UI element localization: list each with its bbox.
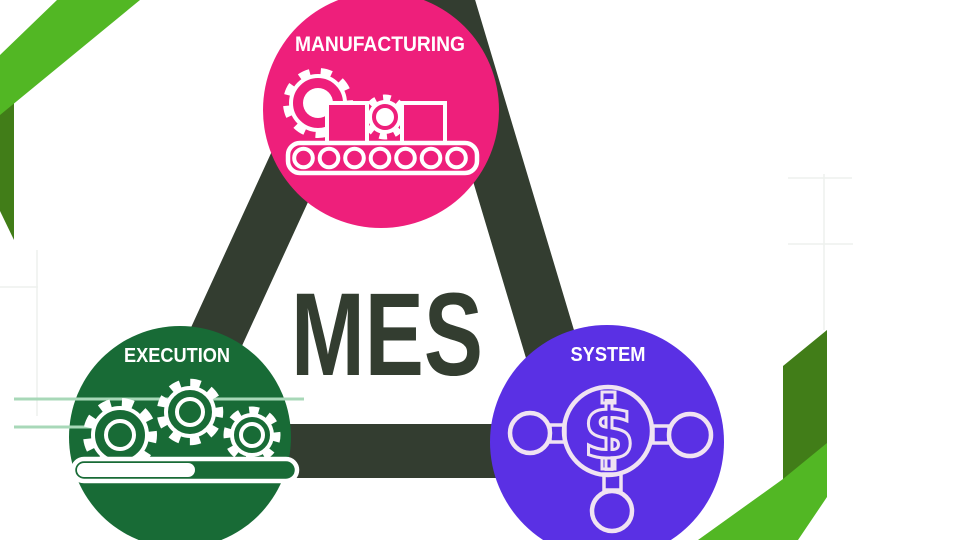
gear-body — [164, 386, 216, 438]
node-system: SYSTEM $ — [490, 325, 724, 540]
conveyor-roller — [419, 146, 443, 170]
small-gear-hub — [376, 108, 394, 126]
dollar-network-icon: $ — [507, 384, 714, 534]
corner-ribbon-top-left — [0, 0, 140, 240]
conveyor-roller — [343, 146, 366, 170]
mes-title: MES — [291, 269, 483, 401]
ribbon-band-bright — [698, 443, 827, 540]
satellite-circle-bottom — [589, 488, 635, 534]
ribbon-fold-dark — [783, 330, 827, 481]
gear-hole — [104, 419, 136, 451]
progress-bar-fill — [77, 463, 195, 477]
faint-background-grid — [0, 174, 853, 416]
conveyor-roller — [317, 146, 341, 170]
conveyor-roller — [292, 146, 315, 170]
conveyor-roller — [368, 146, 392, 170]
conveyor-roller — [445, 146, 468, 170]
satellite-circle-left — [507, 410, 553, 456]
conveyor-gears-icon — [283, 68, 480, 176]
conveyor-box — [325, 101, 369, 145]
conveyor-box — [400, 101, 447, 145]
ribbon-band-bright — [0, 0, 140, 115]
node-execution: EXECUTION — [14, 326, 304, 540]
conveyor-rollers — [292, 146, 468, 170]
execution-label: EXECUTION — [124, 345, 230, 367]
node-manufacturing: MANUFACTURING — [263, 0, 499, 228]
dollar-sign: $ — [583, 387, 636, 476]
gear-hole — [175, 397, 205, 427]
corner-ribbon-bottom-right — [698, 330, 827, 540]
gear-icon — [156, 378, 224, 446]
manufacturing-label: MANUFACTURING — [295, 33, 465, 56]
gear-hole — [239, 422, 265, 448]
system-circle — [490, 325, 724, 540]
gear-body — [230, 413, 274, 457]
conveyor-roller — [394, 146, 417, 170]
satellite-circle-right — [666, 411, 714, 459]
gears-progress-bar-icon — [14, 378, 304, 484]
dollar-stem-bottom — [600, 456, 617, 471]
system-label: SYSTEM — [571, 344, 646, 366]
dollar-stem-top — [600, 390, 617, 405]
gear-body — [91, 406, 149, 464]
ribbon-fold-dark — [0, 102, 14, 240]
